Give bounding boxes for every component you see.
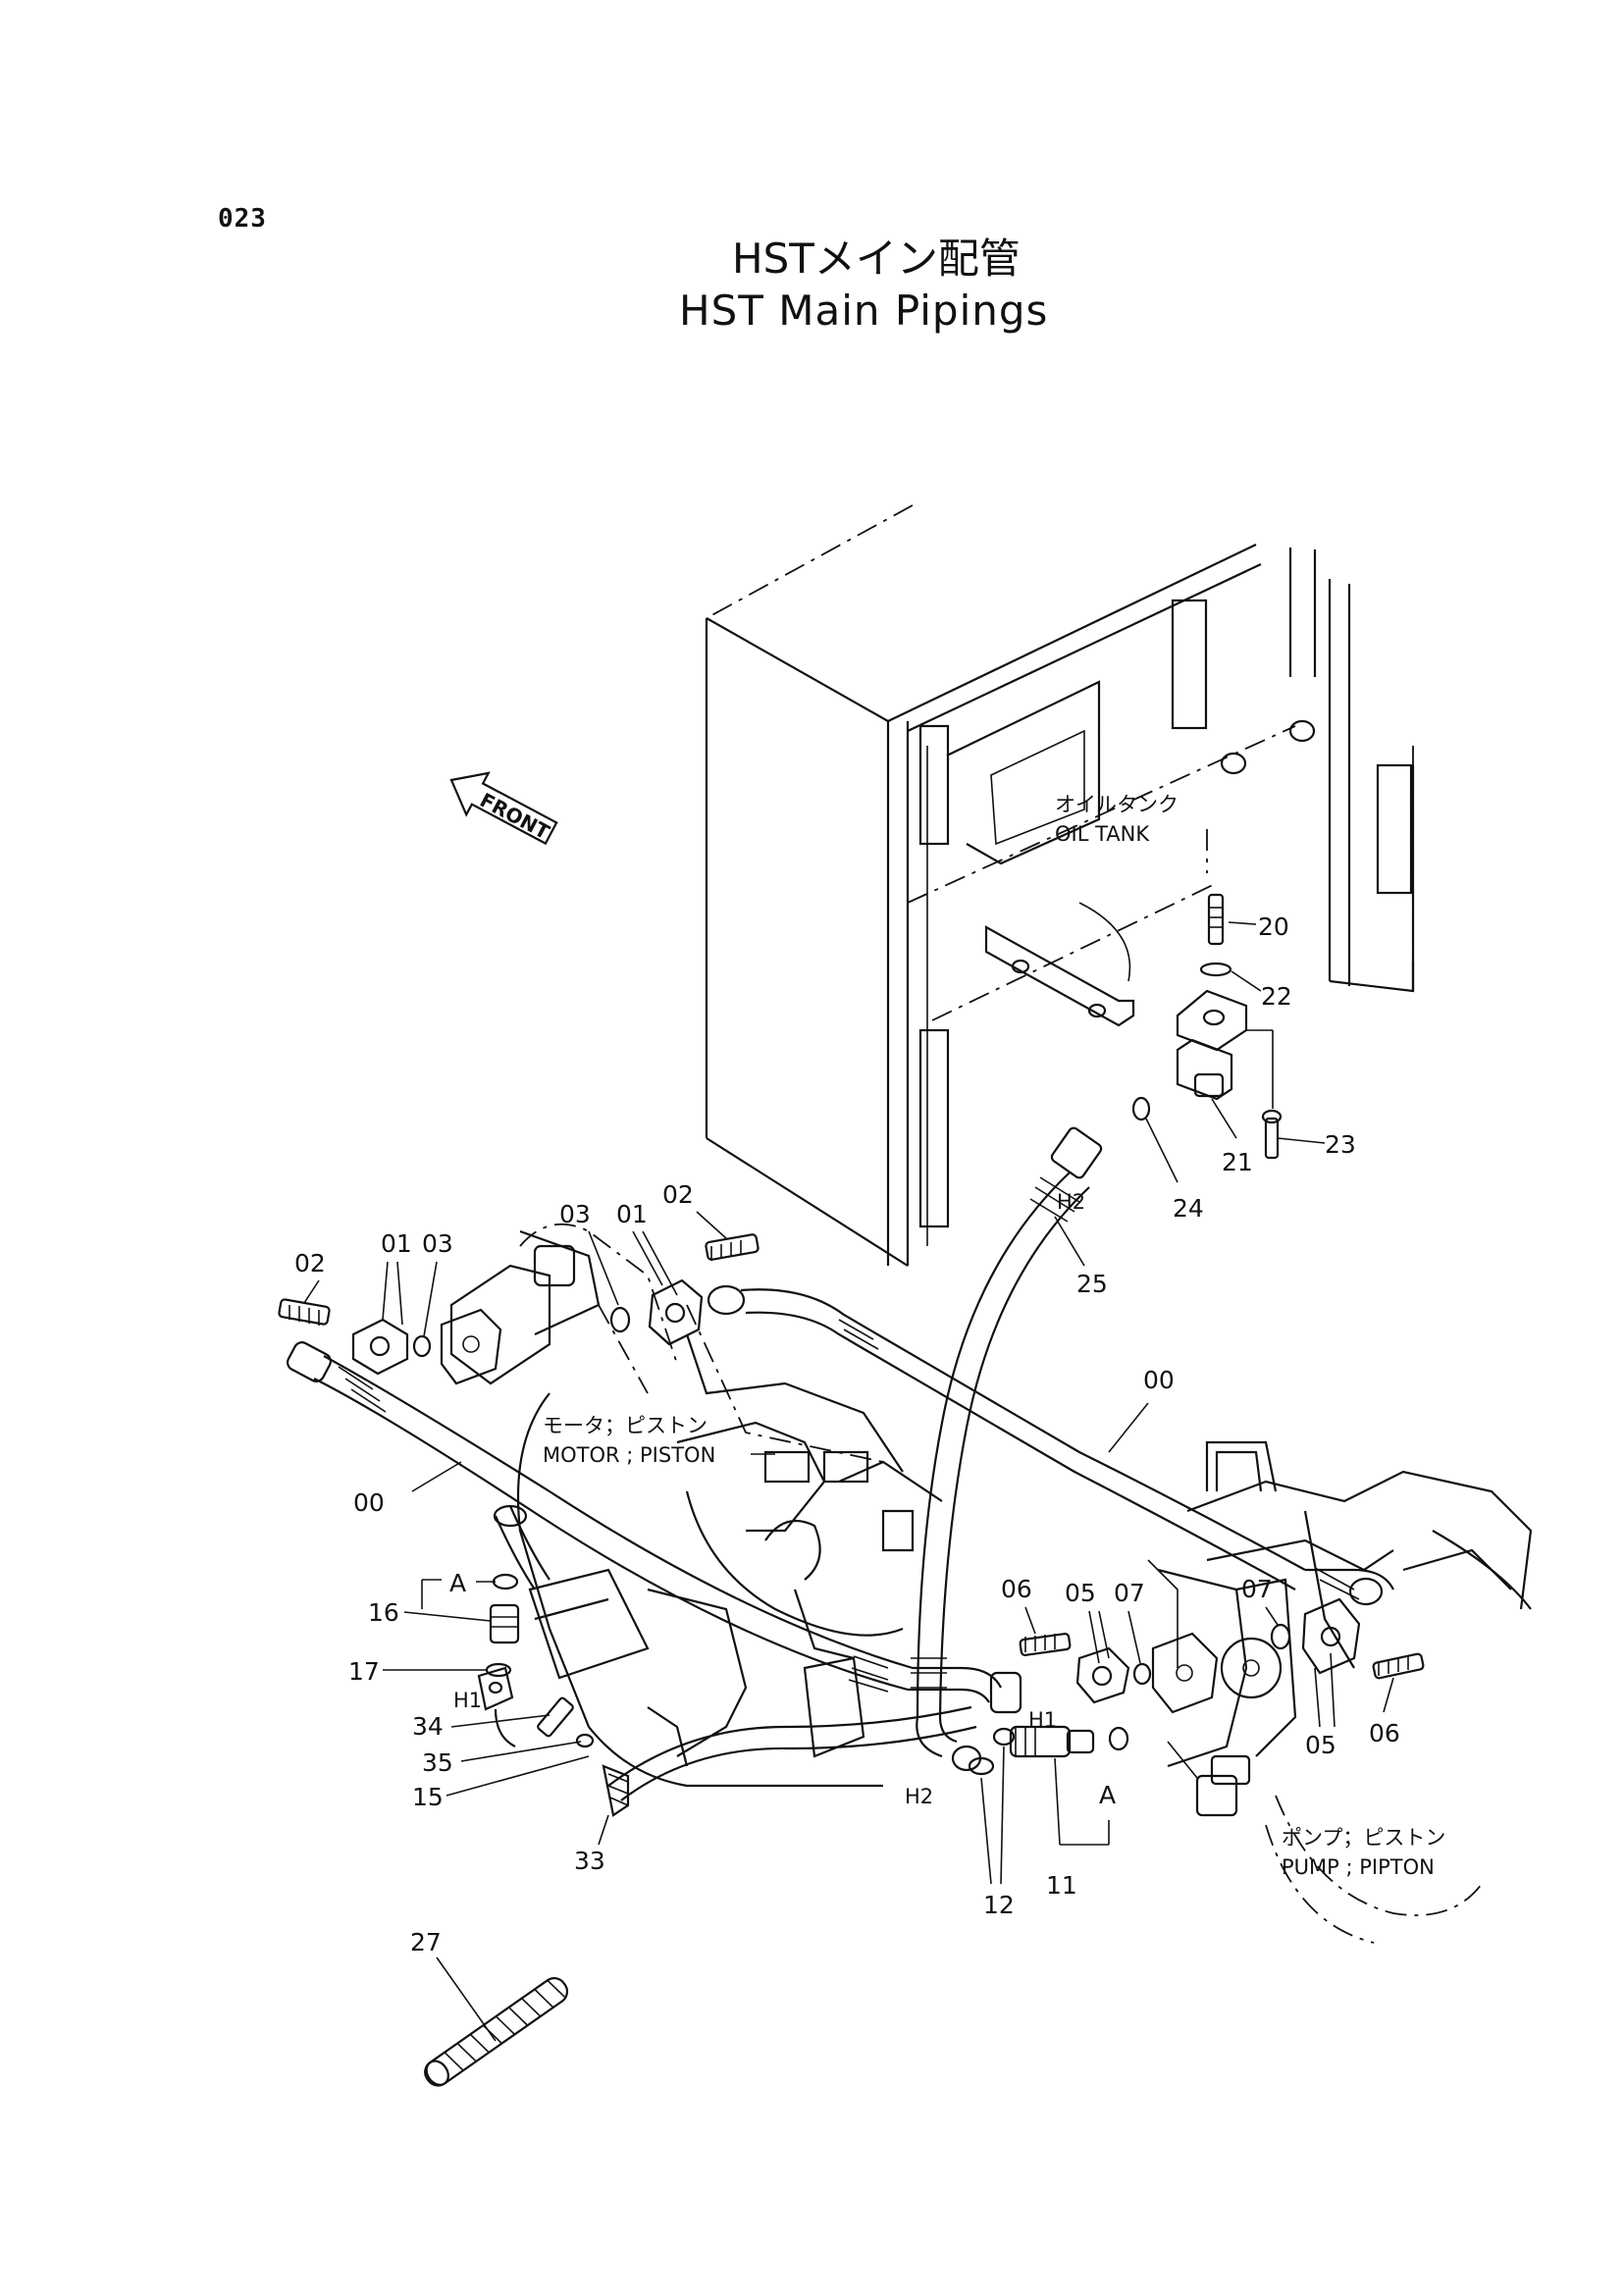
part-27-label: 27 xyxy=(410,1928,442,1956)
part-05-mid-label: 05 xyxy=(1065,1579,1096,1607)
part-17-label: 17 xyxy=(348,1657,380,1686)
bottom-fitting-11-12 xyxy=(968,1725,1129,1776)
motor-label-en: MOTOR ; PISTON xyxy=(543,1443,715,1467)
h1-left-label: H1 xyxy=(453,1689,482,1712)
part-33-label: 33 xyxy=(574,1847,605,1875)
a-left-label: A xyxy=(449,1569,466,1597)
part-34-label: 34 xyxy=(412,1712,444,1741)
left-drain-fitting xyxy=(477,1504,595,1748)
part-06-right-label: 06 xyxy=(1369,1719,1400,1747)
part-23-label: 23 xyxy=(1325,1130,1356,1159)
part-15-label: 15 xyxy=(412,1783,444,1811)
pump-drawing xyxy=(1147,1440,1533,1944)
motor-label-jp: モータ；ピストン xyxy=(543,1414,707,1437)
title-japanese: HSTメイン配管 xyxy=(732,235,1021,283)
part-01-mid-label: 01 xyxy=(616,1200,648,1228)
part-00-left-label: 00 xyxy=(353,1488,385,1517)
suction-hose-25 xyxy=(911,1126,1103,1772)
hose-33 xyxy=(602,1705,977,1817)
part-03-left-label: 03 xyxy=(422,1229,453,1258)
part-21-label: 21 xyxy=(1222,1148,1253,1176)
spiral-guard-27 xyxy=(424,1977,569,2087)
part-02-mid-label: 02 xyxy=(662,1180,694,1209)
part-11-label: 11 xyxy=(1046,1871,1077,1900)
oil-tank-label-en: OIL TANK xyxy=(1055,822,1150,846)
part-03-mid-label: 03 xyxy=(559,1200,591,1228)
a-right-label: A xyxy=(1099,1781,1116,1809)
hose-00-left xyxy=(287,1341,1022,1714)
title-block: HSTメイン配管 HST Main Pipings xyxy=(550,234,1433,338)
part-12-label: 12 xyxy=(983,1891,1015,1919)
part-07-mid-label: 07 xyxy=(1114,1579,1145,1607)
part-20-label: 20 xyxy=(1258,912,1289,941)
front-arrow-icon: FRONT xyxy=(449,771,558,846)
h2-top-label: H2 xyxy=(1057,1190,1085,1214)
part-06-mid-label: 06 xyxy=(1001,1575,1032,1603)
title-english: HST Main Pipings xyxy=(679,287,1049,335)
part-25-label: 25 xyxy=(1076,1270,1108,1298)
part-16-label: 16 xyxy=(368,1598,399,1627)
part-07-right-label: 07 xyxy=(1241,1575,1273,1603)
part-02-left-label: 02 xyxy=(294,1249,326,1277)
pump-label-en: PUMP ; PIPTON xyxy=(1282,1855,1435,1879)
page-number: 023 xyxy=(218,204,267,234)
part-22-label: 22 xyxy=(1261,982,1292,1011)
middle-flange-group xyxy=(609,1233,760,1346)
right-mid-fittings xyxy=(1019,1597,1425,1714)
h2-bottom-label: H2 xyxy=(905,1785,933,1808)
motor-drawing xyxy=(449,1223,943,1788)
left-flange-group xyxy=(278,1298,502,1385)
oil-tank-drawing xyxy=(705,504,1415,1267)
oil-tank-label-jp: オイルタンク xyxy=(1055,793,1179,816)
h1-right-label: H1 xyxy=(1028,1708,1057,1732)
part-24-label: 24 xyxy=(1173,1194,1204,1223)
pump-label-jp: ポンプ；ピストン xyxy=(1282,1826,1445,1850)
part-00-right-label: 00 xyxy=(1143,1366,1175,1394)
suction-fitting-group xyxy=(1131,893,1283,1160)
part-01-left-label: 01 xyxy=(381,1229,412,1258)
hose-00-right xyxy=(707,1284,1394,1606)
part-05-right-label: 05 xyxy=(1305,1731,1336,1759)
part-35-label: 35 xyxy=(422,1748,453,1777)
